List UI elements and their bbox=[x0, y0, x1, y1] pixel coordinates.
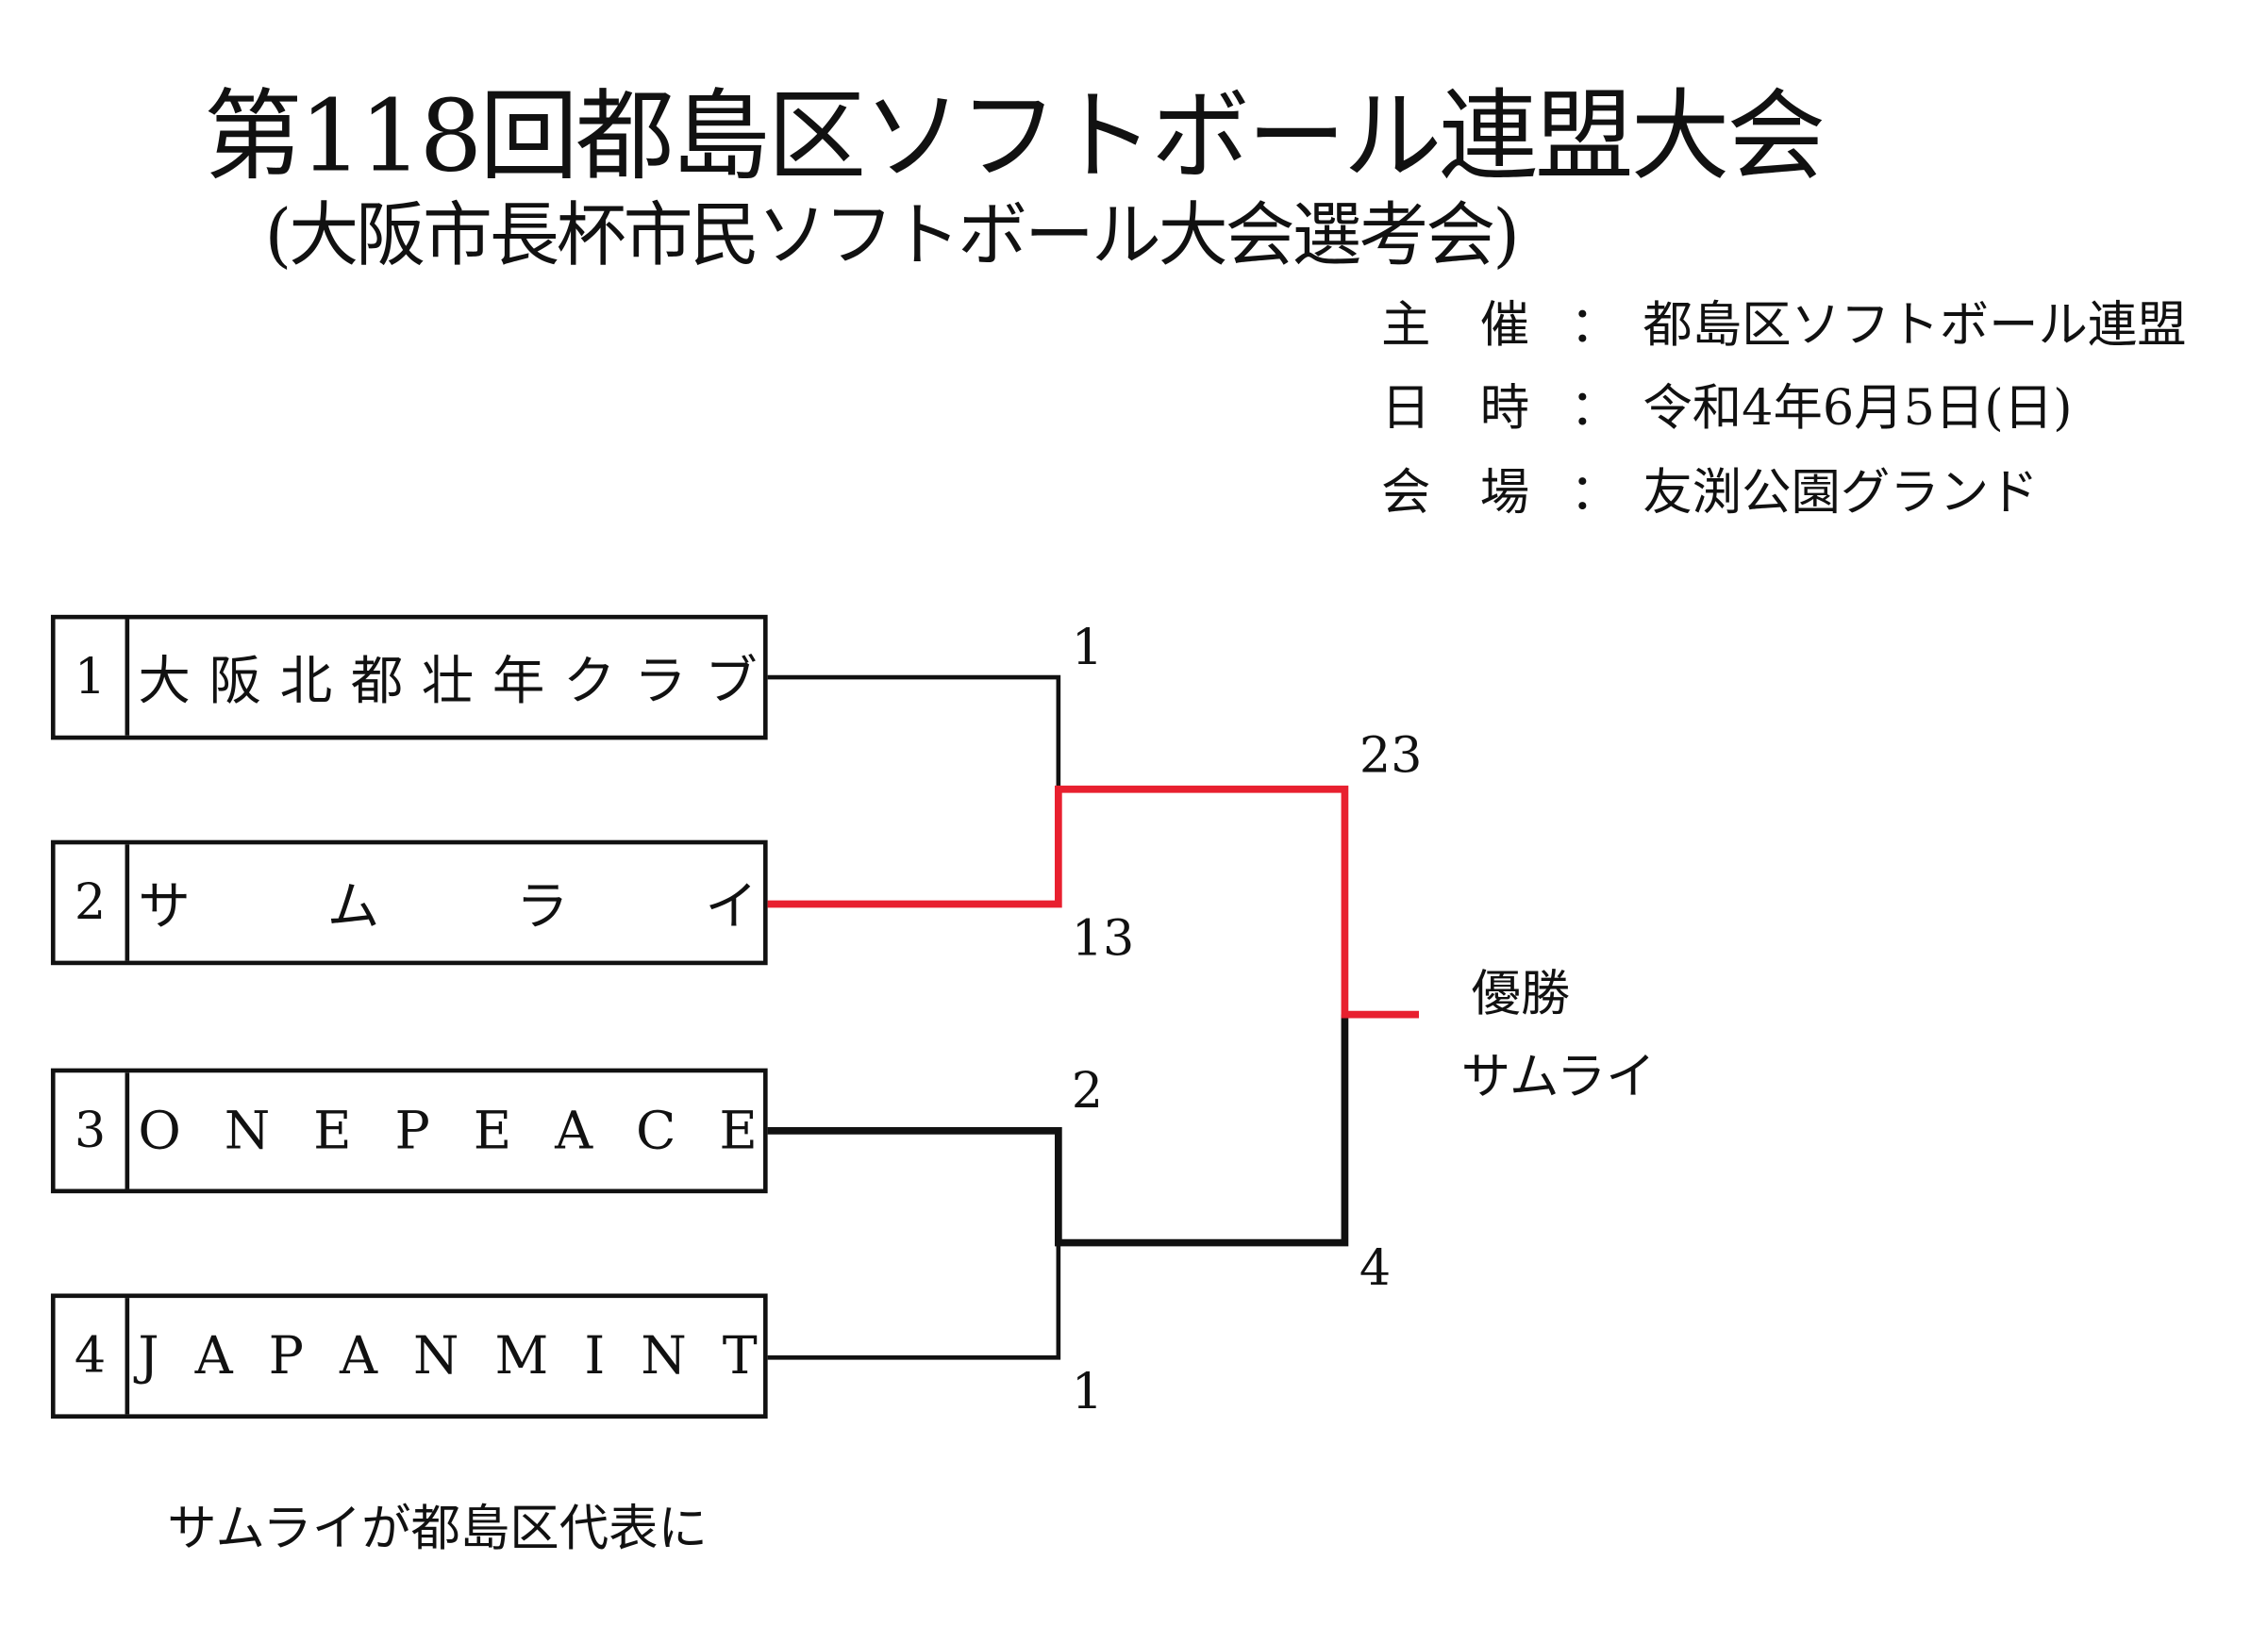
bracket-line-winner bbox=[767, 785, 1420, 1019]
team-name-char: T bbox=[722, 1326, 758, 1387]
team-name-char: C bbox=[636, 1101, 676, 1161]
score-team3: 2 bbox=[1071, 1062, 1104, 1121]
bracket-line-team1 bbox=[767, 674, 1061, 789]
team-name-char: イ bbox=[705, 877, 758, 938]
organizer-label: 主 催 bbox=[1380, 296, 1530, 356]
team-box: 2 サ ム ラ イ bbox=[50, 839, 768, 966]
score-team2: 13 bbox=[1071, 909, 1135, 969]
team-name-char: I bbox=[584, 1326, 606, 1387]
team-name: 大阪北都壮年クラブ bbox=[129, 619, 763, 735]
team-name-char: M bbox=[494, 1326, 549, 1387]
team-name-char: N bbox=[224, 1101, 271, 1161]
champion-name: サムライ bbox=[1460, 1048, 1656, 1106]
organizer-value: 都島区ソフトボール連盟 bbox=[1643, 296, 2187, 356]
date-value: 令和4年6月5日(日) bbox=[1643, 379, 2073, 438]
score-final-bottom: 4 bbox=[1359, 1239, 1392, 1299]
page-title: 第118回都島区ソフトボール連盟大会 bbox=[203, 79, 1826, 195]
team-name-char: サ bbox=[138, 877, 191, 938]
team-box: 1 大阪北都壮年クラブ bbox=[50, 614, 768, 740]
organizer-colon: ： bbox=[1570, 296, 1620, 356]
team-name-char: A bbox=[339, 1326, 378, 1387]
team-seed: 3 bbox=[56, 1072, 130, 1189]
team-name-char: ム bbox=[326, 877, 380, 938]
team-name-char: 都 bbox=[350, 652, 404, 713]
team-name-char: P bbox=[394, 1101, 430, 1161]
team-name-char: E bbox=[313, 1101, 352, 1161]
team-name: サムライ bbox=[129, 844, 763, 960]
team-name-char: N bbox=[413, 1326, 459, 1387]
team-seed: 2 bbox=[56, 844, 130, 961]
venue-label: 会 場 bbox=[1380, 463, 1530, 523]
date-label: 日 時 bbox=[1380, 379, 1530, 438]
team-name-char: ク bbox=[562, 652, 616, 713]
footer-note: サムライが都島区代表に bbox=[167, 1500, 708, 1558]
team-name-char: 阪 bbox=[208, 652, 261, 713]
team-name-char: N bbox=[641, 1326, 687, 1387]
team-seed: 4 bbox=[56, 1298, 130, 1415]
team-seed: 1 bbox=[56, 619, 130, 736]
team-name-char: ラ bbox=[634, 652, 687, 713]
score-team4: 1 bbox=[1071, 1363, 1104, 1422]
team-name-char: 北 bbox=[279, 652, 333, 713]
team-name-char: J bbox=[138, 1326, 159, 1387]
score-team1: 1 bbox=[1071, 619, 1104, 678]
team-name-char: 壮 bbox=[421, 652, 475, 713]
team-name-char: ブ bbox=[705, 652, 758, 713]
champion-label: 優勝 bbox=[1471, 965, 1571, 1023]
team-name-char: 年 bbox=[492, 652, 545, 713]
team-name-char: A bbox=[555, 1101, 593, 1161]
team-name-char: O bbox=[138, 1101, 181, 1161]
venue-colon: ： bbox=[1570, 463, 1620, 523]
bracket-line-team4 bbox=[767, 1242, 1061, 1360]
team-name-char: E bbox=[719, 1101, 758, 1161]
page-subtitle: (大阪市長杯市民ソフトボール大会選考会) bbox=[264, 194, 1520, 276]
team-name-char: E bbox=[473, 1101, 512, 1161]
date-colon: ： bbox=[1570, 379, 1620, 438]
venue-value: 友渕公園グランド bbox=[1643, 463, 2039, 523]
team-name-char: A bbox=[194, 1326, 233, 1387]
bracket-line-team3 bbox=[767, 1014, 1349, 1247]
team-name-char: P bbox=[268, 1326, 304, 1387]
team-name-char: ラ bbox=[516, 877, 569, 938]
score-final-top: 23 bbox=[1359, 726, 1423, 786]
team-name-char: 大 bbox=[138, 652, 191, 713]
